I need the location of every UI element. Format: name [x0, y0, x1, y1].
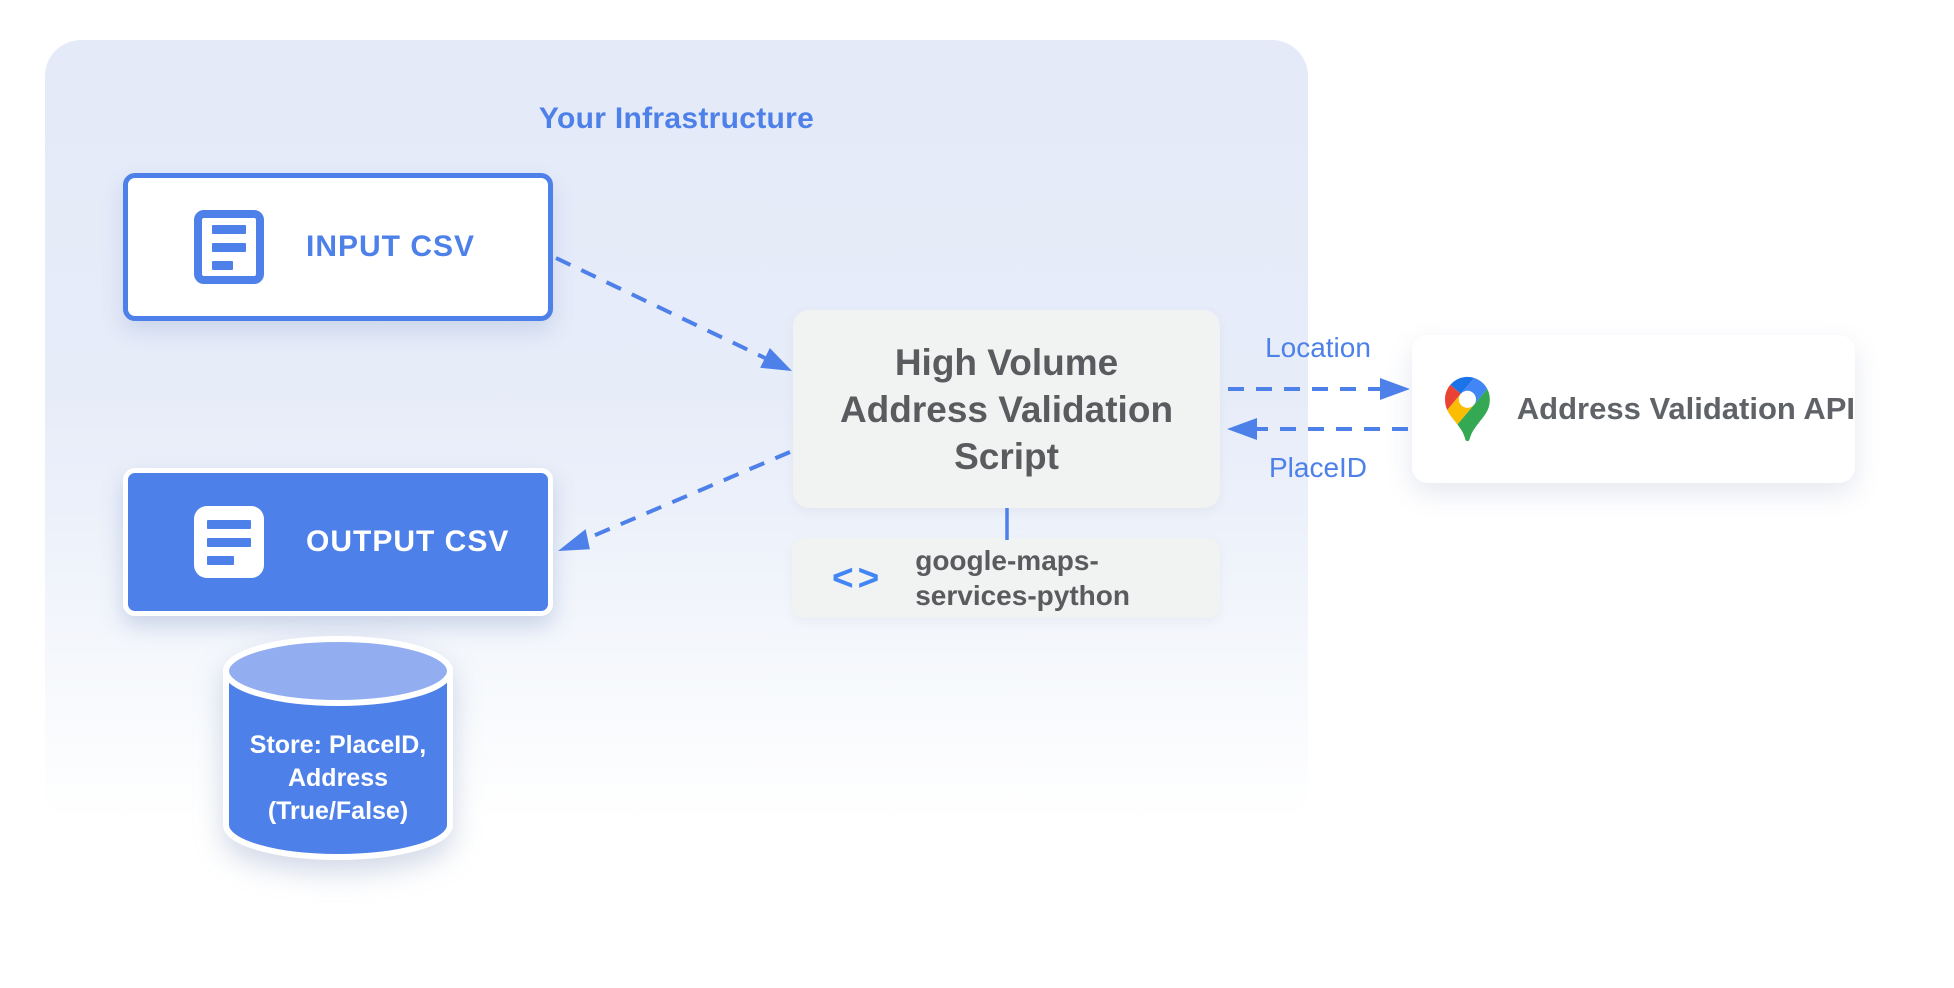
document-icon-line: [207, 519, 251, 529]
library-label-line: services-python: [915, 580, 1130, 611]
code-icon-left-bracket: <: [832, 557, 858, 598]
database-cylinder-icon: [223, 636, 453, 860]
script-label: High Volume Address Validation Script: [840, 339, 1173, 480]
library-node: <> google-maps- services-python: [792, 538, 1220, 618]
datastore-label-line: (True/False): [267, 797, 409, 825]
output-csv-label: OUTPUT CSV: [306, 525, 510, 558]
document-icon-line: [212, 242, 246, 252]
script-label-line: Script: [954, 435, 1059, 477]
datastore-label-line: Address: [287, 764, 389, 792]
datastore-label-line: Store: PlaceID,: [249, 731, 427, 759]
api-card: Address Validation API: [1412, 335, 1855, 483]
datastore-label: Store: PlaceID, Address (True/False): [218, 729, 458, 828]
placeid-edge-label: PlaceID: [1268, 452, 1368, 483]
script-label-line: High Volume: [894, 341, 1119, 383]
document-icon-line: [212, 260, 234, 270]
document-icon: [194, 210, 264, 284]
infrastructure-panel-title: Your Infrastructure: [538, 102, 815, 135]
datastore-cylinder: Store: PlaceID, Address (True/False): [218, 633, 458, 885]
cylinder-top: [223, 636, 453, 706]
location-edge-label: Location: [1265, 332, 1371, 363]
library-label: google-maps- services-python: [915, 543, 1130, 613]
google-maps-pin-icon: [1445, 376, 1490, 442]
document-icon-line: [207, 537, 251, 547]
cylinder-body: [223, 668, 453, 860]
script-node: High Volume Address Validation Script: [793, 310, 1220, 508]
code-icon-right-bracket: >: [857, 557, 884, 598]
api-label: Address Validation API: [1516, 391, 1855, 426]
document-icon-line: [212, 224, 246, 234]
output-csv-node: OUTPUT CSV: [123, 468, 553, 616]
document-icon-line: [207, 555, 235, 565]
script-label-line: Address Validation: [839, 388, 1174, 430]
input-csv-label: INPUT CSV: [306, 230, 476, 263]
code-icon: <>: [832, 557, 883, 599]
input-csv-node: INPUT CSV: [123, 173, 553, 321]
arrowhead-into-api: [1380, 378, 1410, 400]
library-label-line: google-maps-: [915, 545, 1099, 576]
document-icon: [194, 506, 264, 578]
